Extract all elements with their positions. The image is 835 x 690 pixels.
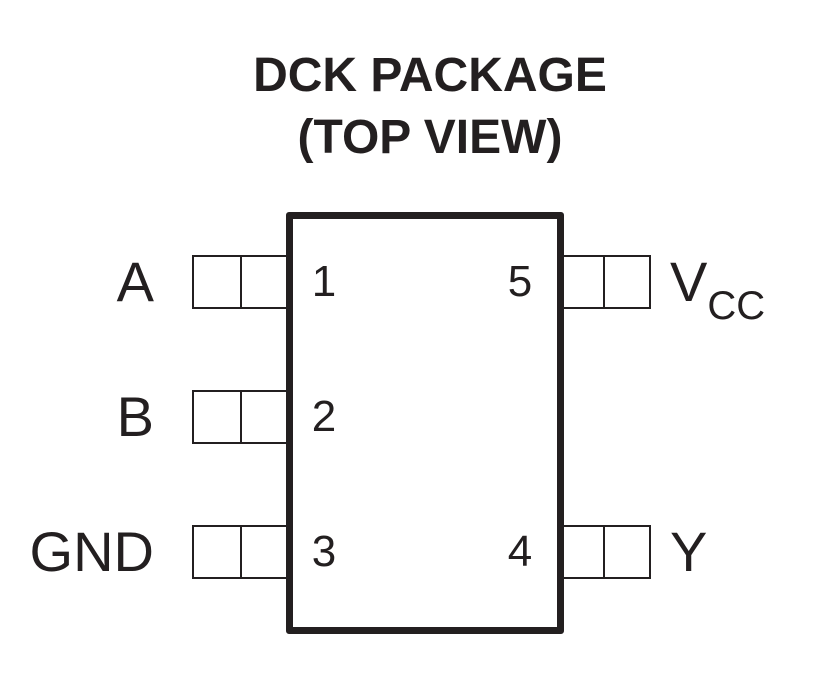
pin-2-signal: B — [116, 385, 154, 448]
pin-2-lead — [192, 390, 286, 444]
pin-5-signal: VCC — [670, 250, 835, 329]
pin-5-signal-subscript: CC — [707, 284, 766, 328]
pin-3-signal: GND — [29, 520, 154, 583]
diagram-subtitle: (TOP VIEW) — [297, 111, 563, 164]
pin-5-number: 5 — [507, 257, 533, 306]
pin-4-lead — [557, 525, 651, 579]
pin-4-number: 4 — [507, 527, 533, 576]
pin-2-number: 2 — [311, 392, 337, 441]
pin-3-number: 3 — [311, 527, 337, 576]
pin-5-lead — [557, 255, 651, 309]
pin-5-signal-main: V — [670, 250, 708, 313]
pin-1-lead — [192, 255, 286, 309]
pin-1-number: 1 — [311, 257, 337, 306]
chip-body — [286, 212, 564, 634]
pin-4-signal: Y — [670, 520, 708, 583]
pin-1-signal: A — [116, 250, 154, 313]
diagram-title: DCK PACKAGE — [253, 49, 607, 102]
pin-3-lead — [192, 525, 286, 579]
